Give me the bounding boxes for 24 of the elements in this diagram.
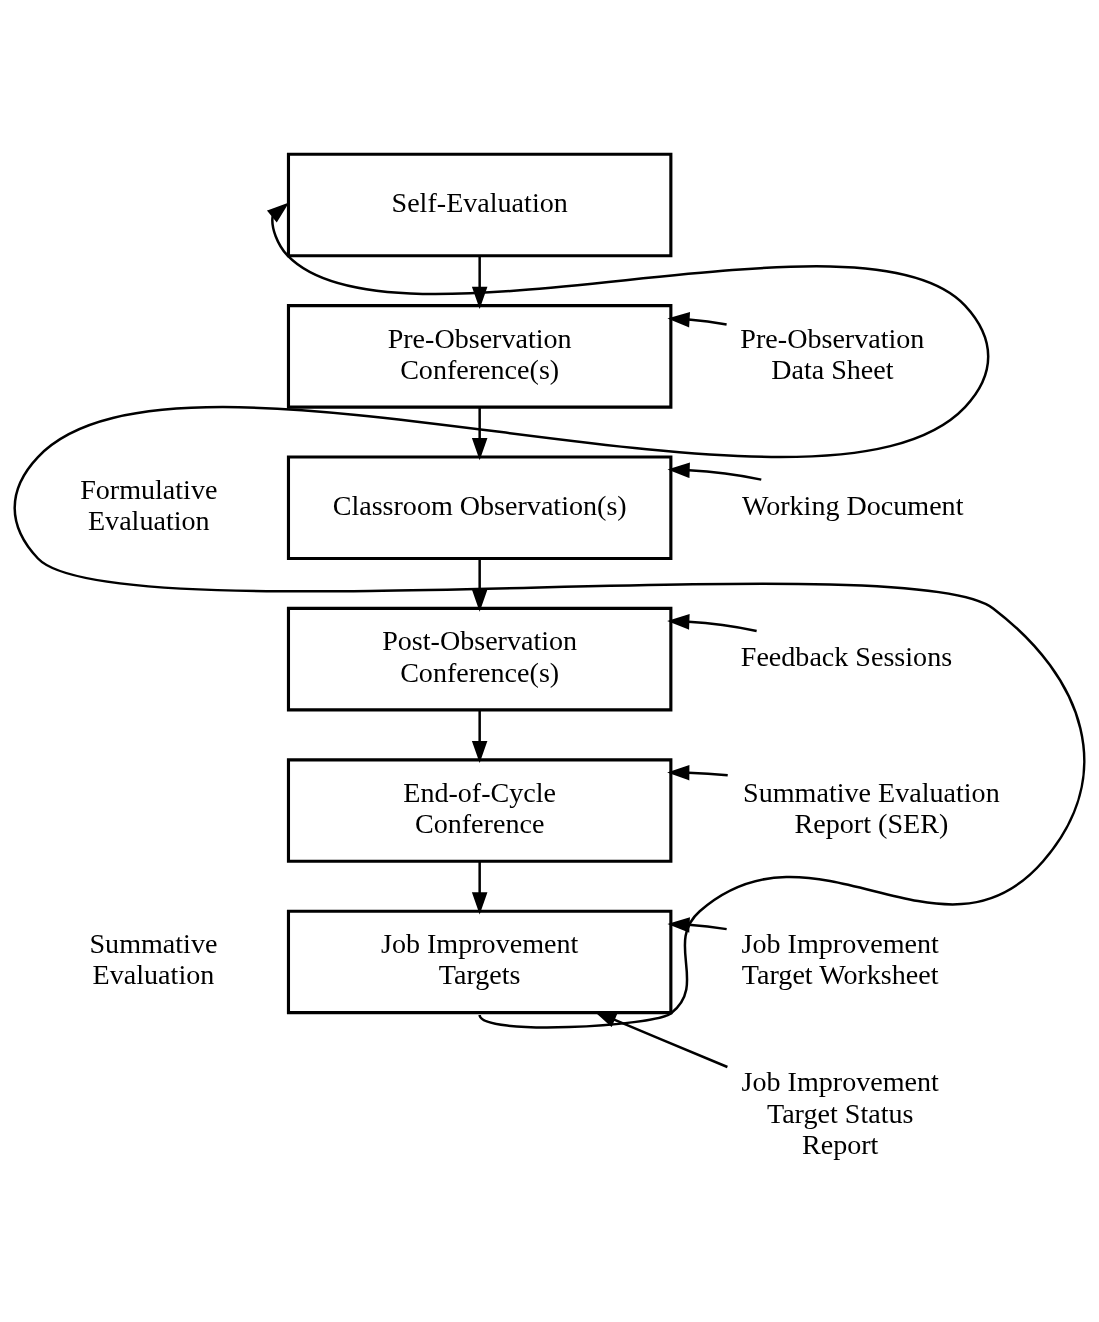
node-text: Job Improvement Target Worksheet [741, 927, 939, 990]
node-text: Working Document [741, 489, 964, 521]
node-box: Classroom Observation(s) [286, 455, 673, 560]
node-box: End-of-Cycle Conference [286, 757, 673, 863]
arrow [471, 406, 488, 460]
arrow [667, 613, 757, 632]
arrow [471, 558, 488, 612]
arrow [471, 709, 488, 763]
node-text: Job Improvement Target Status Report [741, 1065, 939, 1160]
label: Formulative Evaluation [80, 473, 218, 536]
node-box: Self-Evaluation [286, 152, 673, 257]
node-box: Post-Observation Conference(s) [286, 606, 673, 711]
node-text: Feedback Sessions [740, 640, 953, 672]
arrow [471, 861, 488, 914]
arrow [667, 462, 762, 481]
arrow [667, 916, 727, 933]
arrow [667, 764, 728, 780]
arrow [667, 311, 727, 327]
node-text: Pre-Observation Data Sheet [740, 322, 925, 385]
node-box: Pre-Observation Conference(s) [286, 303, 673, 409]
arrow [13, 202, 1085, 1028]
node-box: Job Improvement Targets [286, 909, 673, 1014]
node-text: Summative Evaluation Report (SER) [743, 776, 1000, 839]
label: Summative Evaluation [89, 927, 218, 990]
